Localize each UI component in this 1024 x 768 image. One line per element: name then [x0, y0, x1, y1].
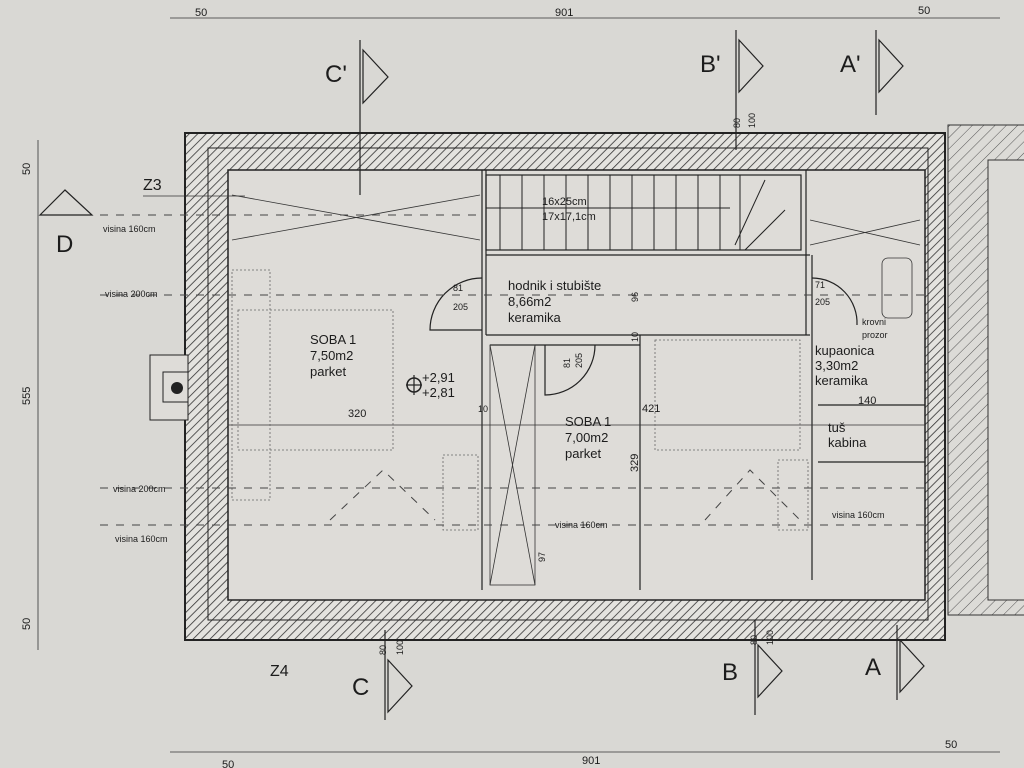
- section-arrow-icon: [757, 643, 783, 699]
- height-label: visina 200cm: [113, 484, 166, 494]
- room-name: SOBA 1: [310, 332, 356, 347]
- stair-dimension: 17x17,1cm: [542, 211, 596, 223]
- dim-bottom-left: 50: [222, 759, 234, 768]
- room-floor: parket: [310, 364, 347, 379]
- section-a: A: [865, 654, 881, 681]
- door-width: 71: [815, 280, 825, 290]
- room-width: 140: [858, 395, 876, 407]
- section-arrow-icon: [362, 48, 389, 105]
- section-c: C: [352, 674, 369, 701]
- shower-label: kabina: [828, 435, 867, 450]
- dim-bottom-right: 50: [945, 739, 957, 751]
- room-area: 3,30m2: [815, 358, 858, 373]
- section-arrow-icon: [387, 658, 413, 714]
- height-label: visina 160cm: [115, 534, 168, 544]
- dim-top-right: 50: [918, 5, 930, 17]
- level-marker: +2,91 +2,81: [406, 370, 455, 400]
- closet: [489, 344, 536, 586]
- height-label: visina 160cm: [832, 510, 885, 520]
- section-markers: C' B' A' C B A D Z3 Z4: [38, 30, 925, 720]
- dim-label: 10: [630, 332, 640, 342]
- dim-label: 80: [732, 118, 742, 128]
- dim-left-total: 555: [21, 387, 33, 405]
- door-width: 81: [453, 283, 463, 293]
- stair-dimension: 16x25cm: [542, 196, 587, 208]
- partitions: [100, 170, 925, 590]
- door-swing: [811, 277, 858, 326]
- door-height: 205: [574, 353, 584, 368]
- chimney-icon: [171, 382, 183, 394]
- wardrobe-left: [231, 269, 271, 501]
- washbasin-icon: [881, 257, 913, 319]
- misc-dimensions: 10 10 96 97 80 100 80 100 80 100: [378, 113, 775, 655]
- dim-left-bottom: 50: [21, 618, 33, 630]
- bed-left: [237, 309, 394, 451]
- level-lower: +2,81: [422, 385, 455, 400]
- section-arrow-icon: [38, 189, 94, 216]
- room-name: SOBA 1: [565, 414, 611, 429]
- section-arrow-icon: [899, 638, 925, 694]
- dim-label: 100: [765, 630, 775, 645]
- roof-window-label: prozor: [862, 330, 888, 340]
- dim-label: 97: [537, 552, 547, 562]
- room-soba-left: SOBA 1 7,50m2 parket 320: [310, 332, 366, 420]
- dim-label: 96: [630, 292, 640, 302]
- room-floor: keramika: [815, 373, 869, 388]
- height-labels: visina 160cm visina 200cm visina 200cm v…: [103, 224, 885, 544]
- room-width: 421: [642, 403, 660, 415]
- level-upper: +2,91: [422, 370, 455, 385]
- dim-label: 100: [395, 640, 405, 655]
- section-c-prime: C': [325, 61, 347, 88]
- room-area: 7,50m2: [310, 348, 353, 363]
- door-height: 205: [815, 297, 830, 307]
- label-z4: Z4: [270, 663, 289, 680]
- room-depth: 329: [629, 454, 641, 472]
- dim-bottom-total: 901: [582, 755, 600, 767]
- label-z3: Z3: [143, 177, 162, 194]
- room-name: hodnik i stubište: [508, 278, 601, 293]
- dim-label: 80: [749, 635, 759, 645]
- door-width: 81: [562, 358, 572, 368]
- desk-left: [442, 454, 479, 531]
- section-b-prime: B': [700, 51, 721, 78]
- section-arrow-icon: [738, 38, 764, 94]
- height-label: visina 160cm: [103, 224, 156, 234]
- room-kupaonica: kupaonica 3,30m2 keramika 140 tuš kabina…: [815, 317, 888, 450]
- height-label: visina 200cm: [105, 289, 158, 299]
- dim-label: 80: [378, 645, 388, 655]
- dim-top-total: 901: [555, 7, 573, 19]
- dim-top-left: 50: [195, 7, 207, 19]
- adjacent-wall-inner: [987, 159, 1024, 601]
- door-swing: [544, 344, 596, 396]
- roof-window-label: krovni: [862, 317, 886, 327]
- desk-right: [777, 459, 809, 531]
- dim-label: 10: [478, 404, 488, 414]
- room-soba-mid: SOBA 1 7,00m2 parket 421 329: [565, 403, 660, 472]
- room-area: 7,00m2: [565, 430, 608, 445]
- section-d: D: [56, 231, 73, 258]
- door-dimensions: 81 205 71 205 81 205: [453, 280, 830, 368]
- section-a-prime: A': [840, 51, 861, 78]
- room-name: kupaonica: [815, 343, 875, 358]
- room-floor: keramika: [508, 310, 562, 325]
- dimension-lines: 50 901 50 50 901 50 50 555 50: [21, 5, 1000, 768]
- height-label: visina 160cm: [555, 520, 608, 530]
- shower-label: tuš: [828, 420, 846, 435]
- section-arrow-icon: [878, 38, 904, 94]
- dim-label: 100: [747, 113, 757, 128]
- room-hodnik: hodnik i stubište 8,66m2 keramika: [508, 278, 601, 325]
- section-b: B: [722, 659, 738, 686]
- bed-mid: [654, 339, 801, 451]
- room-area: 8,66m2: [508, 294, 551, 309]
- dim-left-top: 50: [21, 163, 33, 175]
- room-width: 320: [348, 408, 366, 420]
- door-height: 205: [453, 302, 468, 312]
- level-marker-icon: [406, 375, 422, 395]
- walls: [149, 132, 946, 641]
- stairs-labels: 16x25cm 17x17,1cm: [542, 196, 596, 223]
- room-floor: parket: [565, 446, 602, 461]
- stair-treads: [486, 175, 786, 251]
